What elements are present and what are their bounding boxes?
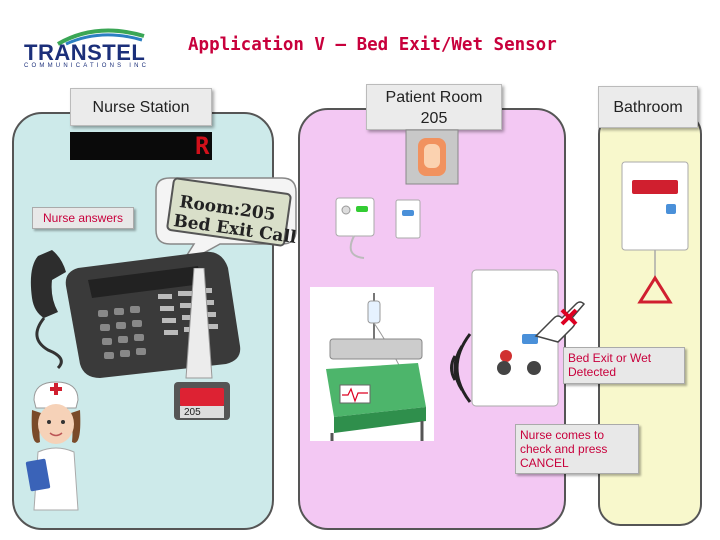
bathroom-pull-cord-station-icon [621, 161, 689, 304]
nurse-answers-note: Nurse answers [32, 207, 134, 229]
page-title: Application V – Bed Exit/Wet Sensor [188, 35, 557, 55]
led-display [70, 132, 212, 160]
nurse-station-label: Nurse Station [70, 88, 212, 126]
logo-swoosh-icon [56, 28, 145, 46]
lcd-speech-bubble-icon [155, 177, 297, 267]
wireless-signal-icon [450, 333, 472, 403]
pointer-callout-icon [185, 268, 213, 379]
phone-lcd-closeup-icon [174, 382, 230, 420]
led-display-text: R [195, 132, 210, 160]
sensor-station-icon [471, 269, 559, 407]
company-logo: TRANSTEL [24, 40, 146, 65]
bathroom-label: Bathroom [598, 86, 698, 128]
pillow-speaker-icon [335, 197, 375, 259]
company-logo-subtitle: COMMUNICATIONS INC [24, 63, 150, 69]
bed-exit-detected-note: Bed Exit or Wet Detected [563, 347, 685, 384]
nurse-figure-icon [25, 381, 81, 511]
hospital-bed-icon [310, 287, 434, 441]
patient-room-label: Patient Room 205 [366, 84, 502, 130]
dome-light-icon [405, 129, 459, 185]
cancel-station-icon [395, 199, 421, 239]
hand-pointer-icon [534, 301, 586, 343]
phone-lcd-number: 205 [184, 407, 201, 418]
nurse-cancel-note: Nurse comes to check and press CANCEL [515, 424, 639, 474]
